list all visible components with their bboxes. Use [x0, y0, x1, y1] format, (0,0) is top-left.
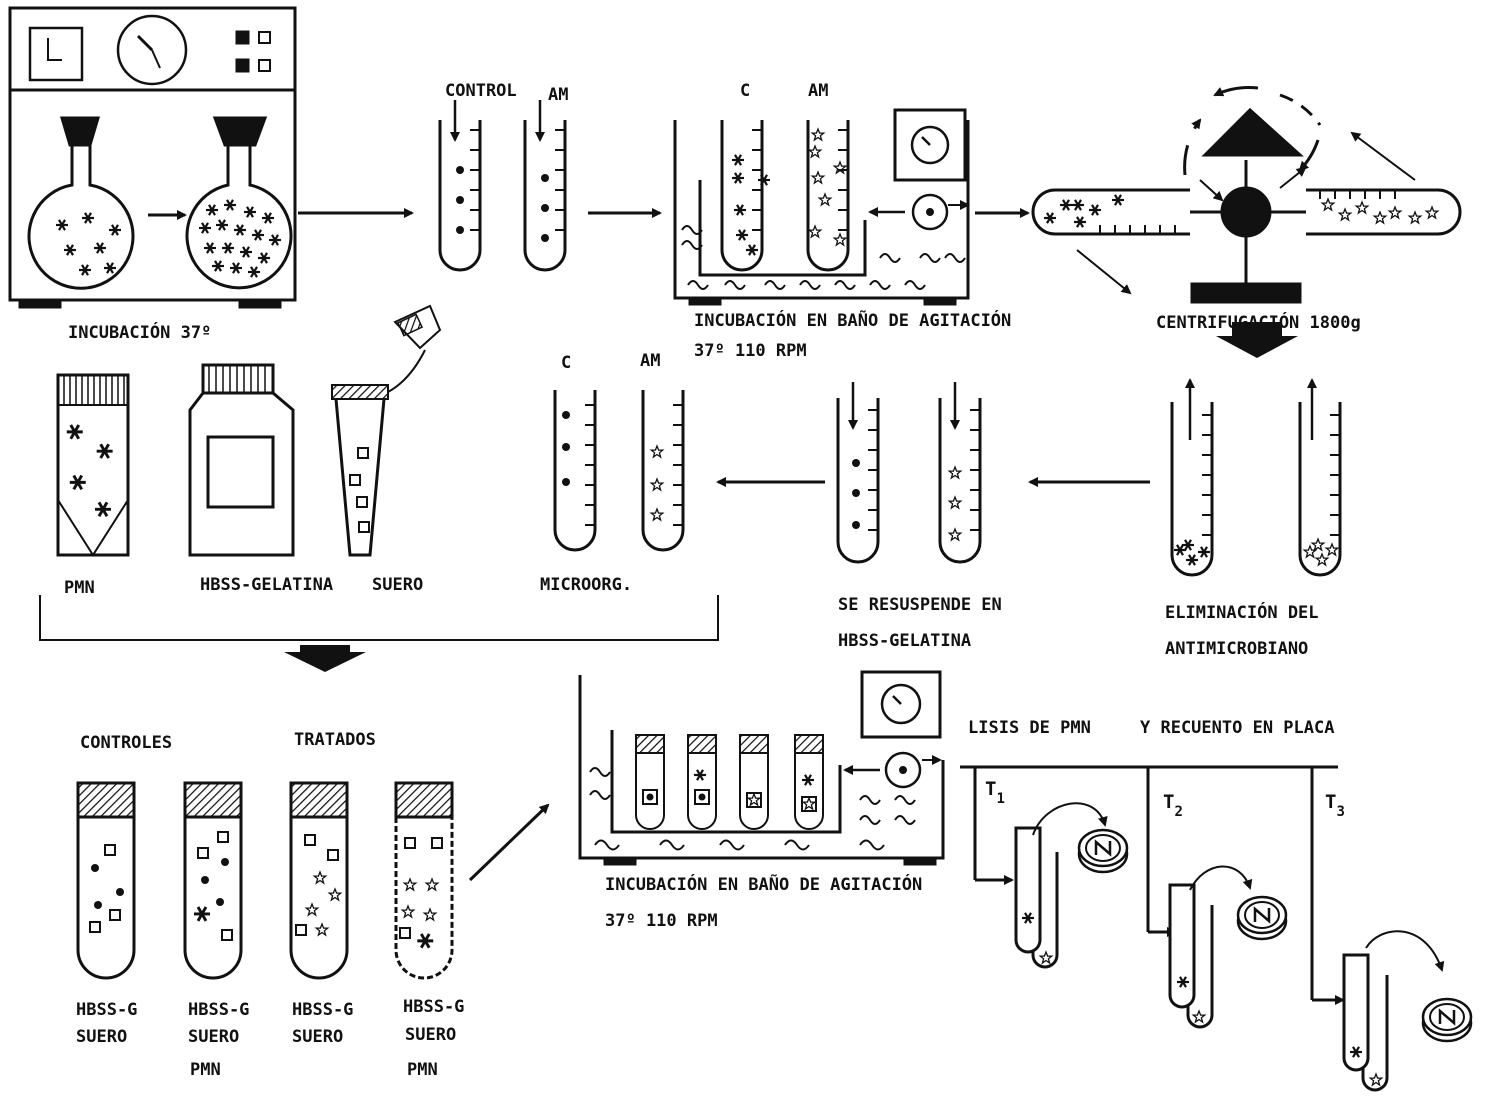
suero-tube [331, 304, 442, 557]
bath1-am-tube-contents [808, 128, 847, 246]
down-arrow-combine [284, 645, 366, 672]
pellet-tubes [1170, 378, 1342, 577]
t1-microorg [1039, 951, 1053, 964]
t3-microorg [1369, 1073, 1383, 1086]
t2-microorg [1192, 1010, 1206, 1023]
lysis-tubes-t3 [1342, 930, 1445, 1092]
recuento-label: Y RECUENTO EN PLACA [1140, 718, 1334, 738]
controles-label: CONTROLES [80, 733, 172, 753]
components-bracket [39, 595, 719, 641]
control-label: CONTROL [445, 81, 517, 101]
time-points-rail [960, 765, 1345, 1005]
lysis-tubes-t2 [1168, 865, 1253, 1029]
plate-t1 [1077, 828, 1129, 874]
assay-tube-3-contents [295, 834, 342, 936]
microorg-label: MICROORG. [540, 575, 632, 595]
assay-tubes [76, 781, 454, 980]
centrifuge-left-tube-contents [1042, 193, 1126, 229]
bath2-tube-contents [646, 768, 816, 810]
flask1-microorganisms [54, 211, 123, 277]
tratados-label: TRATADOS [294, 730, 376, 750]
bath2-label-line2: 37º 110 RPM [605, 911, 718, 931]
t1-label: T1 [985, 778, 1005, 807]
bath1-label-line1: INCUBACIÓN EN BAÑO DE AGITACIÓN [694, 308, 1011, 331]
tube2-label-3: PMN [190, 1060, 221, 1080]
control-am-tubes [438, 100, 567, 272]
flask2-microorganisms [197, 198, 283, 279]
pmn-vial [56, 373, 130, 557]
assay-tube-labels: HBSS-G SUERO HBSS-G SUERO PMN HBSS-G SUE… [76, 997, 464, 1080]
pmn-cells [65, 423, 115, 518]
bath1-c-label: C [740, 81, 750, 101]
tube4-label-1: HBSS-G [403, 997, 464, 1017]
assay-tube-1-contents [89, 844, 124, 933]
elimination-label-line2: ANTIMICROBIANO [1165, 639, 1308, 659]
tube4-label-3: PMN [407, 1060, 438, 1080]
incubator [8, 6, 297, 309]
centrifuge-label: CENTRIFUGACIÓN 1800g [1156, 311, 1361, 333]
lysis-tubes-t1 [1014, 802, 1108, 969]
tube1-label-1: HBSS-G [76, 1000, 137, 1020]
tube3-label-2: SUERO [292, 1027, 343, 1047]
am-label: AM [548, 85, 568, 105]
bath1-label-line2: 37º 110 RPM [694, 341, 807, 361]
centrifuge [1031, 85, 1462, 358]
resuspend-label-line1: SE RESUSPENDE EN [838, 595, 1002, 615]
lisis-label: LISIS DE PMN [968, 718, 1091, 738]
bath1-am-label: AM [808, 81, 828, 101]
resuspended-am-stars [948, 466, 962, 541]
centrifuge-right-tube-contents [1321, 198, 1439, 224]
pellet-c [1172, 538, 1212, 567]
hbss-gelatina-label: HBSS-GELATINA [200, 575, 333, 595]
hbss-gelatina-bottle [188, 363, 295, 557]
control-am-dots [456, 166, 549, 242]
t3-label: T3 [1325, 791, 1345, 820]
pellet-am [1303, 538, 1339, 566]
suero-label: SUERO [372, 575, 423, 595]
resuspended-c-dots [852, 459, 860, 529]
arrow-to-bath2 [468, 803, 550, 882]
assay-tube-2-contents [192, 831, 233, 941]
bath2-label-line1: INCUBACIÓN EN BAÑO DE AGITACIÓN [605, 872, 922, 895]
plate-t3 [1421, 997, 1473, 1043]
microorg-am-stars [650, 445, 664, 521]
elimination-label-line1: ELIMINACIÓN DEL [1165, 601, 1319, 623]
pmn-label: PMN [64, 578, 95, 598]
shaking-bath-1 [673, 108, 970, 306]
tube1-label-2: SUERO [76, 1027, 127, 1047]
plate-t2 [1236, 895, 1288, 941]
t2-label: T2 [1163, 791, 1183, 820]
microorg-c-label: C [561, 353, 571, 373]
shaking-bath-2 [578, 670, 945, 866]
resuspended-tubes [836, 382, 982, 564]
microorg-tubes [553, 390, 685, 552]
tube2-label-1: HBSS-G [188, 1000, 249, 1020]
incubation-label: INCUBACIÓN 37º [68, 321, 211, 343]
tube3-label-1: HBSS-G [292, 1000, 353, 1020]
microorg-am-label: AM [640, 351, 660, 371]
bath1-c-tube-contents [730, 153, 772, 257]
resuspend-label-line2: HBSS-GELATINA [838, 631, 971, 651]
tube4-label-2: SUERO [405, 1025, 456, 1045]
microorg-c-dots [562, 411, 570, 486]
tube2-label-2: SUERO [188, 1027, 239, 1047]
assay-tube-4-contents [399, 837, 443, 950]
